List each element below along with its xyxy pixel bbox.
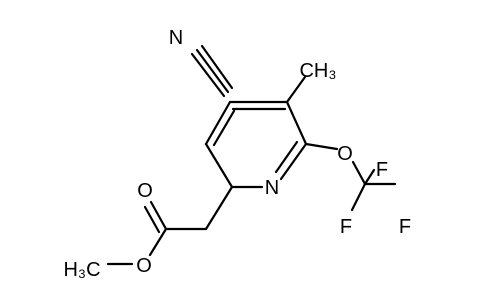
atom-carbonyl-oxygen: O	[137, 180, 153, 202]
atom-ring-nitrogen: N	[265, 177, 279, 199]
atom-methyl: CH₃	[299, 60, 336, 82]
atom-methyl-label: CH₃	[299, 60, 336, 82]
atom-methoxy: H₃C	[63, 259, 100, 281]
atom-fluorine-left: F	[340, 216, 352, 238]
nitrile-bond	[190, 44, 234, 98]
substituent-bonds	[106, 75, 397, 266]
atom-ester-oxygen: O	[136, 255, 152, 277]
atom-fluorine-top: F	[376, 159, 388, 181]
atom-fluorine-right: F	[399, 216, 411, 238]
pyridine-ring-bonds	[204, 100, 308, 189]
atom-ether-oxygen: O	[337, 143, 353, 165]
atom-nitrile-nitrogen: N	[169, 27, 183, 49]
